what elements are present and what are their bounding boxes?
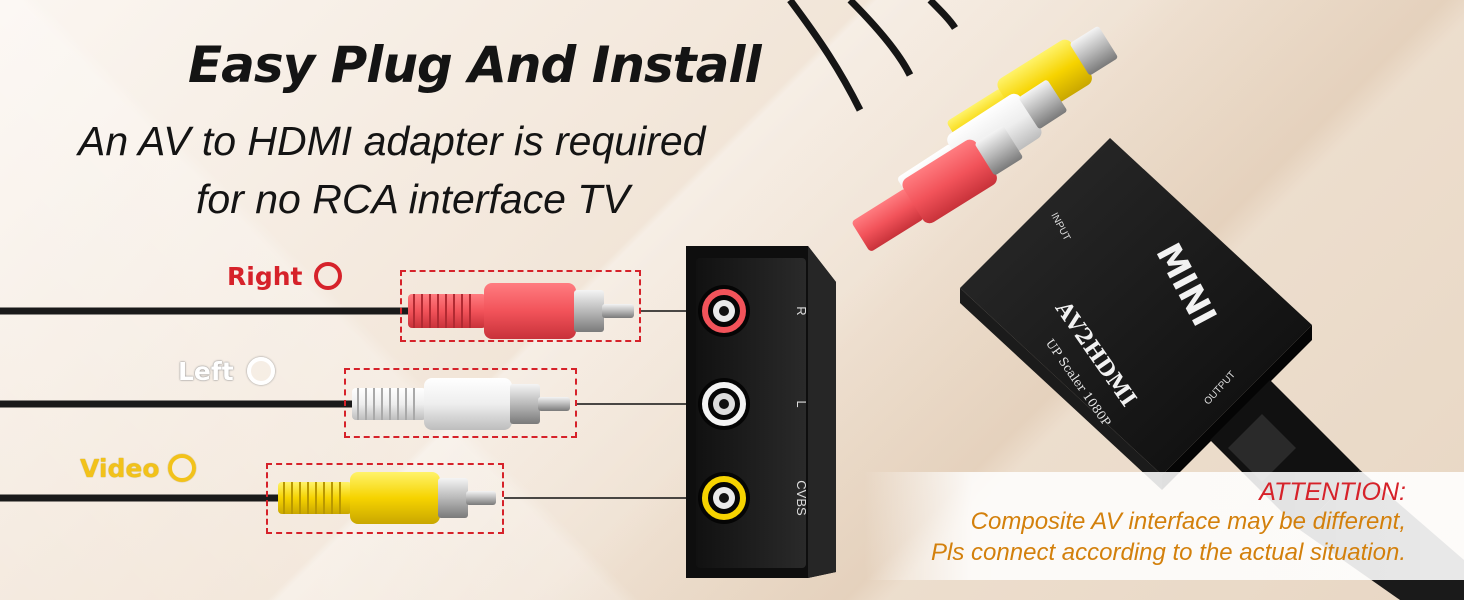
right-circle-icon	[314, 262, 342, 290]
adapter-input-cables	[787, 0, 958, 112]
subline-2: for no RCA interface TV	[196, 176, 630, 222]
jack-label-cvbs: CVBS	[794, 480, 809, 516]
left-rca-plug	[352, 378, 570, 430]
right-jack	[698, 285, 750, 337]
jack-label-r: R	[794, 306, 809, 315]
attention-line-2: Pls connect according to the actual situ…	[931, 539, 1406, 566]
left-circle-icon	[247, 357, 275, 385]
headline: Easy Plug And Install	[188, 36, 762, 94]
video-rca-plug	[278, 472, 496, 524]
right-rca-plug	[408, 283, 634, 339]
attention-title: ATTENTION:	[1259, 478, 1406, 506]
video-circle-icon	[168, 454, 196, 482]
right-channel-label: Right	[227, 262, 303, 291]
left-channel-label: Left	[178, 357, 234, 386]
video-channel-label: Video	[80, 454, 160, 483]
attention-line-1: Composite AV interface may be different,	[970, 508, 1406, 535]
jack-label-l: L	[794, 400, 809, 407]
attention-panel	[864, 472, 1464, 580]
left-plug-callout	[344, 368, 577, 438]
video-plug-callout	[266, 463, 504, 534]
adapter-red-plug	[852, 126, 1023, 251]
right-plug-callout	[400, 270, 641, 342]
left-jack	[698, 378, 750, 430]
rca-jack-panel: R L CVBS	[686, 246, 836, 578]
video-jack	[698, 472, 750, 524]
subline-1: An AV to HDMI adapter is required	[78, 118, 706, 164]
